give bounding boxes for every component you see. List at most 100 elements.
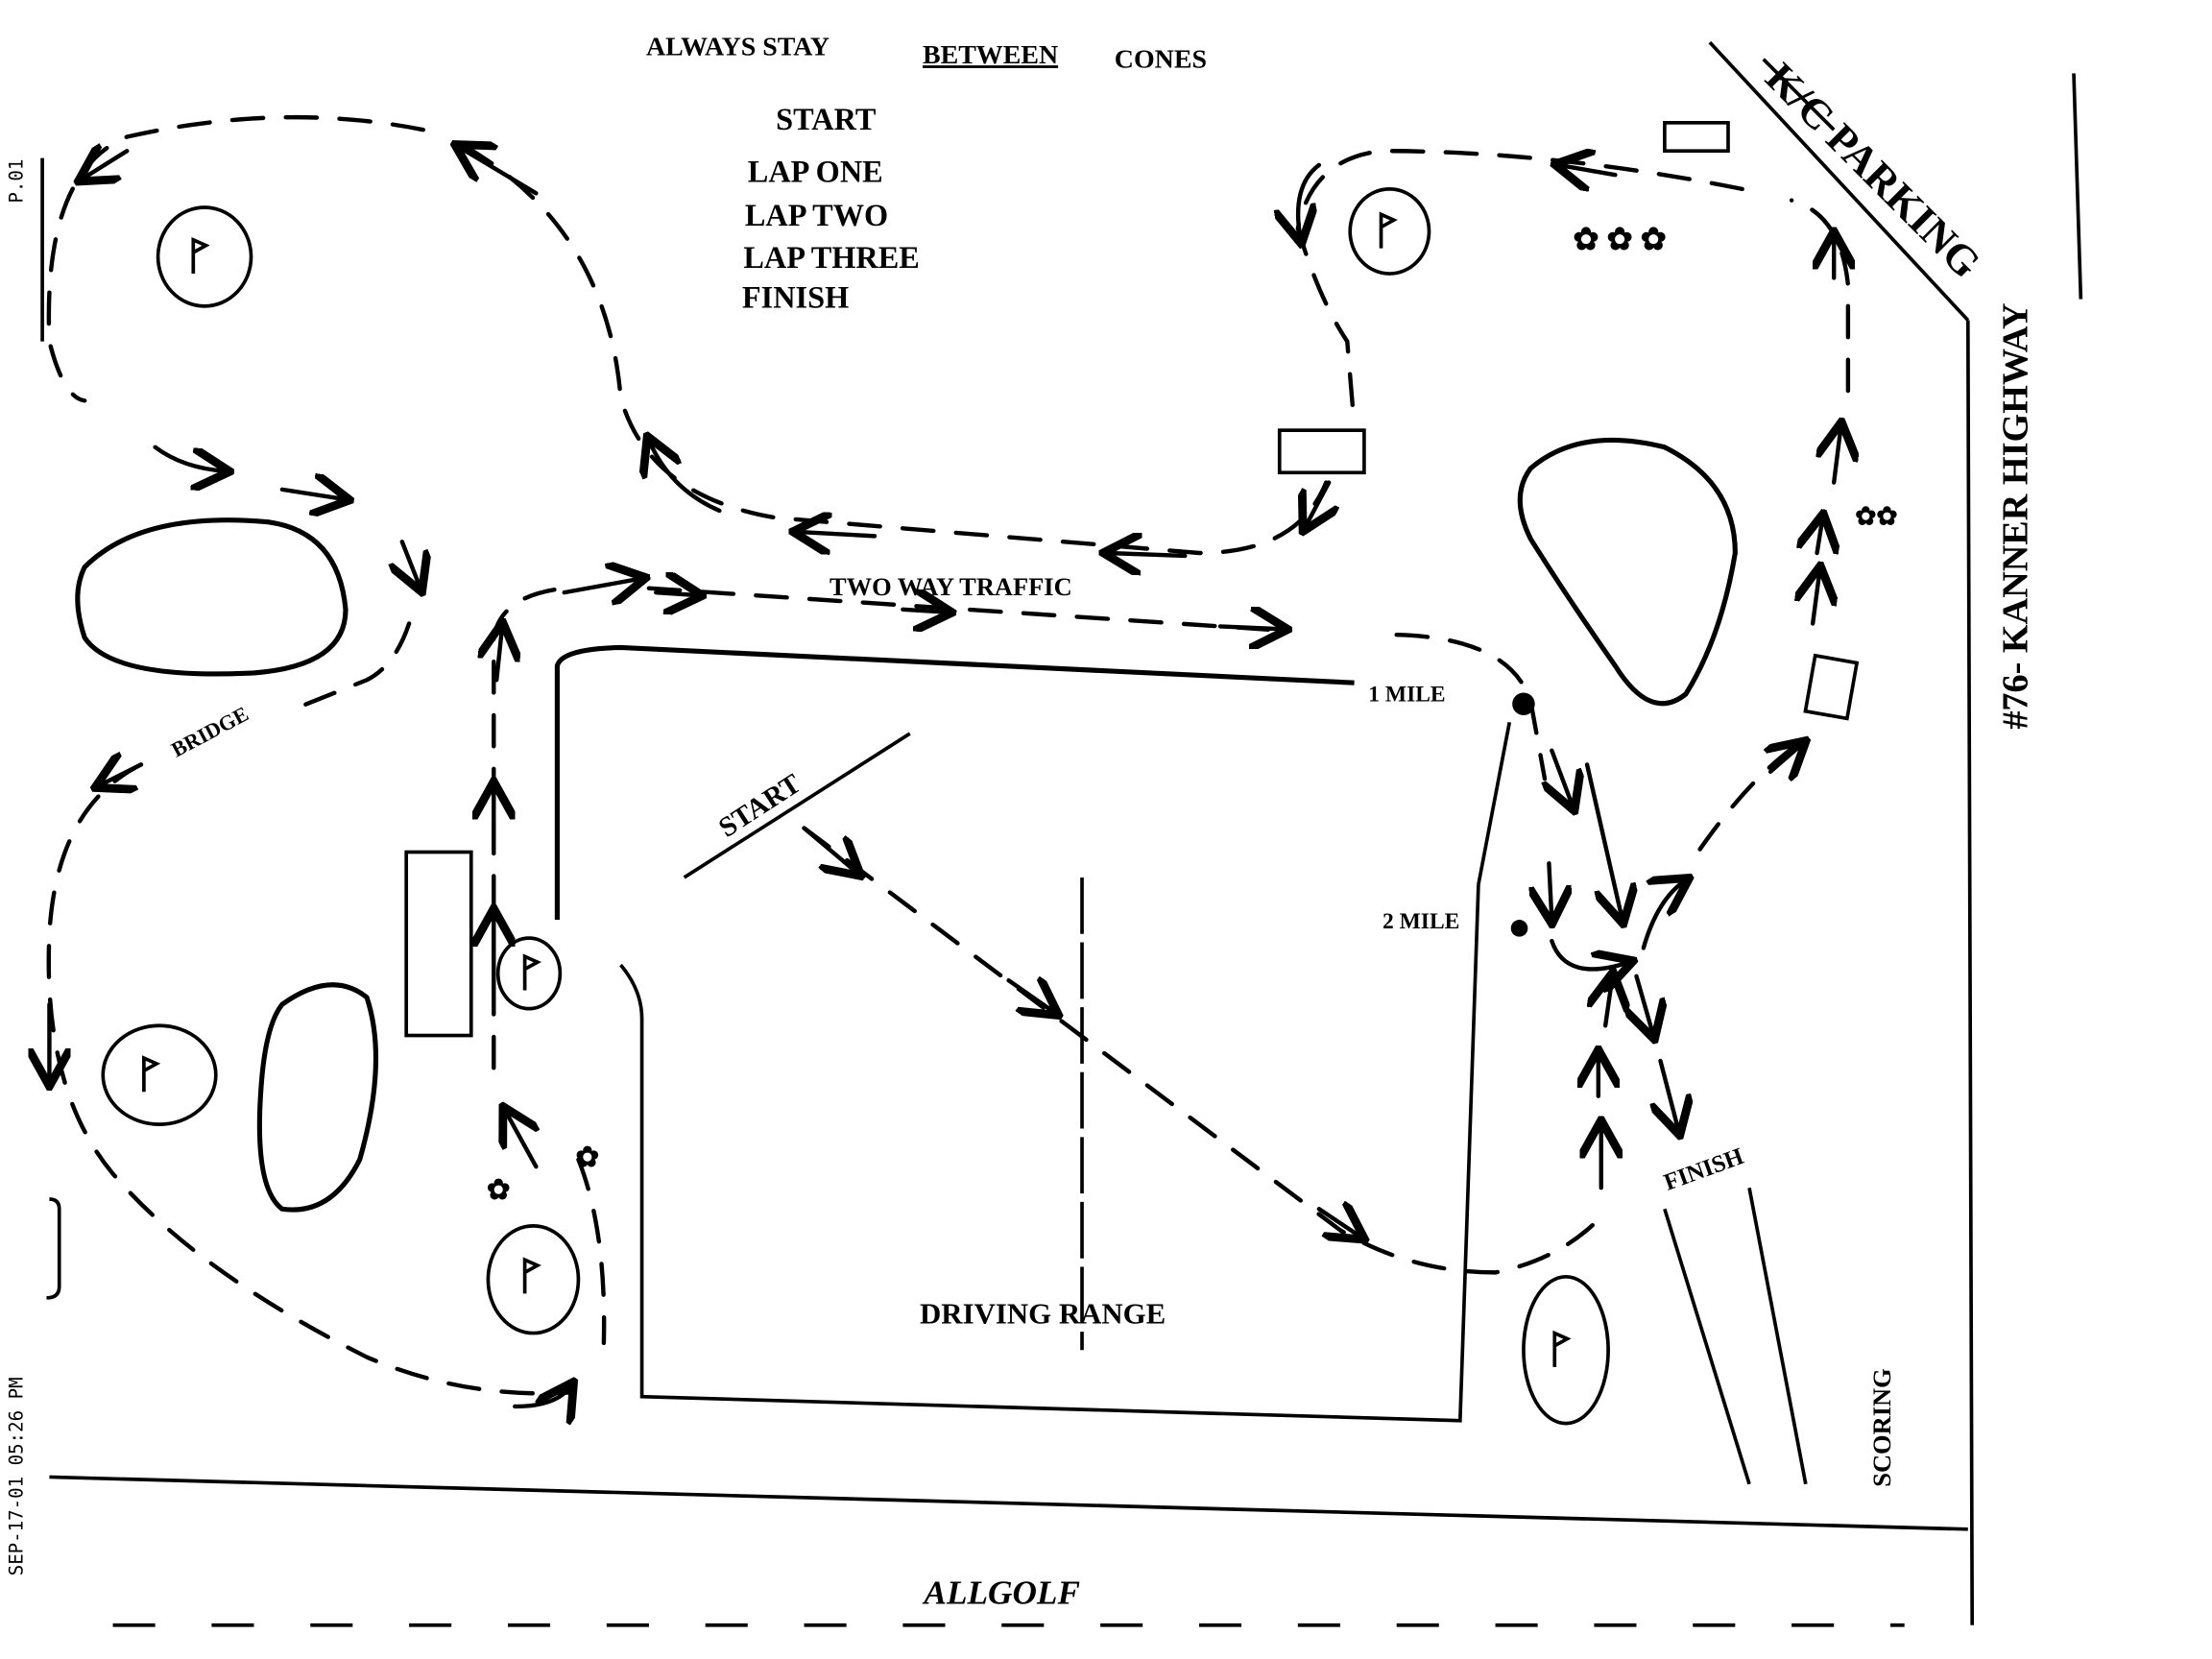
route-diagonal	[802, 826, 1611, 1275]
arrow	[1006, 980, 1055, 1013]
arrow	[1584, 762, 1623, 920]
route-right-loop	[1394, 633, 1548, 781]
arrow	[654, 592, 698, 595]
arrow	[459, 147, 539, 196]
title-suffix: CONES	[1115, 45, 1207, 75]
mile-marker-1	[1512, 692, 1535, 715]
title-emphasis: BETWEEN	[923, 40, 1058, 70]
parking-road-line	[1708, 40, 1970, 322]
arrow	[1305, 480, 1329, 528]
scoring-label: SCORING	[1867, 1368, 1896, 1486]
parking-box	[1663, 121, 1730, 154]
cart-box	[1277, 428, 1366, 475]
arrow	[1550, 938, 1629, 969]
arrow	[797, 532, 878, 536]
finish-label: FINISH	[1661, 1143, 1747, 1196]
arrow	[1316, 1209, 1361, 1237]
arrow	[901, 610, 948, 613]
fax-page-number: P.01	[6, 159, 28, 204]
arrow	[513, 1385, 571, 1407]
route-bottom-left-loop	[46, 762, 574, 1396]
route-bridge-segment	[294, 621, 412, 710]
route-top-right-loop	[1295, 149, 1744, 428]
driving-range-boundary	[619, 884, 1480, 1423]
arrow	[402, 540, 421, 588]
arrow	[82, 151, 130, 179]
highway-label: #76- KANNER HIGHWAY	[1996, 303, 2036, 730]
tree-icon: ✿ ✿ ✿	[1573, 222, 1666, 256]
flag-circle	[495, 936, 563, 1011]
mile-2-label: 2 MILE	[1382, 909, 1459, 934]
arrow	[562, 578, 642, 592]
fax-timestamp: SEP-17-01 05:26 PM	[6, 1377, 28, 1575]
laps-lap-one: LAP ONE	[748, 155, 883, 189]
arrow	[649, 440, 722, 514]
allgolf-label: ALLGOLF	[922, 1575, 1080, 1612]
scoring-structure	[1803, 653, 1860, 721]
bottom-road-line	[49, 1475, 1968, 1531]
bridge-structure	[404, 850, 473, 1038]
tree-icon: ✿	[487, 1175, 511, 1206]
right-range-line	[1477, 721, 1512, 885]
arrow	[1636, 974, 1653, 1036]
parking-road-line	[1762, 58, 1836, 132]
arrow	[1834, 426, 1840, 485]
route-top-left-loop	[46, 114, 426, 403]
arrow	[153, 445, 226, 471]
mile-1-label: 1 MILE	[1368, 682, 1445, 707]
arrow	[1549, 861, 1551, 920]
arrow	[1217, 626, 1284, 629]
title-prefix: ALWAYS STAY	[646, 32, 830, 61]
finish-chute-line	[1747, 1187, 1808, 1485]
flag-circle	[1522, 1274, 1610, 1426]
arrow	[1770, 743, 1803, 771]
golf-flag-icon	[191, 237, 208, 276]
start-line-label: START	[713, 768, 806, 844]
laps-finish: FINISH	[742, 279, 849, 314]
golf-flag-icon	[522, 1258, 540, 1296]
route-top-center-loop	[463, 144, 1329, 556]
arrow	[1107, 553, 1188, 556]
route-right-vertical	[1789, 198, 1851, 394]
bridge-label: BRIDGE	[167, 702, 252, 762]
route-inner-curve	[576, 1157, 607, 1346]
arrow	[802, 826, 858, 874]
flag-circle	[486, 1224, 581, 1335]
golf-flag-icon	[1552, 1331, 1570, 1369]
route-two-way-traffic	[646, 586, 1286, 634]
finish-chute-line	[1663, 1208, 1751, 1485]
driving-range-boundary-top	[554, 644, 1355, 921]
pond	[1517, 437, 1738, 707]
laps-lap-three: LAP THREE	[743, 240, 919, 275]
arrow	[1551, 748, 1573, 807]
arrow	[1813, 570, 1819, 626]
arrow	[1298, 162, 1322, 240]
mile-marker-2	[1510, 920, 1528, 937]
arrow	[99, 764, 144, 785]
flag-circle	[1348, 187, 1431, 276]
pond	[256, 982, 379, 1213]
laps-start: START	[776, 102, 877, 136]
driving-range-label: DRIVING RANGE	[920, 1297, 1166, 1330]
laps-lap-two: LAP TWO	[745, 198, 888, 232]
arrow	[505, 1110, 536, 1169]
arrow	[1641, 880, 1686, 950]
margin-bracket	[46, 1197, 61, 1300]
golf-flag-icon	[522, 954, 540, 993]
arrow	[279, 490, 346, 499]
golf-flag-icon	[1379, 212, 1396, 251]
two-way-traffic-label: TWO WAY TRAFFIC	[830, 572, 1072, 601]
arrow	[1605, 976, 1612, 1028]
arrow	[496, 626, 502, 683]
pond	[75, 517, 349, 677]
parking-label: K/C PARKING	[1757, 54, 1990, 287]
tree-icon: ✿	[576, 1142, 600, 1173]
arrow	[1660, 1058, 1678, 1131]
flag-circle	[101, 1023, 218, 1126]
arrow	[1559, 165, 1618, 175]
highway-edge	[2072, 73, 2083, 300]
golf-flag-icon	[142, 1056, 158, 1094]
highway-edge	[1965, 320, 1975, 1625]
flag-circle	[156, 205, 253, 308]
